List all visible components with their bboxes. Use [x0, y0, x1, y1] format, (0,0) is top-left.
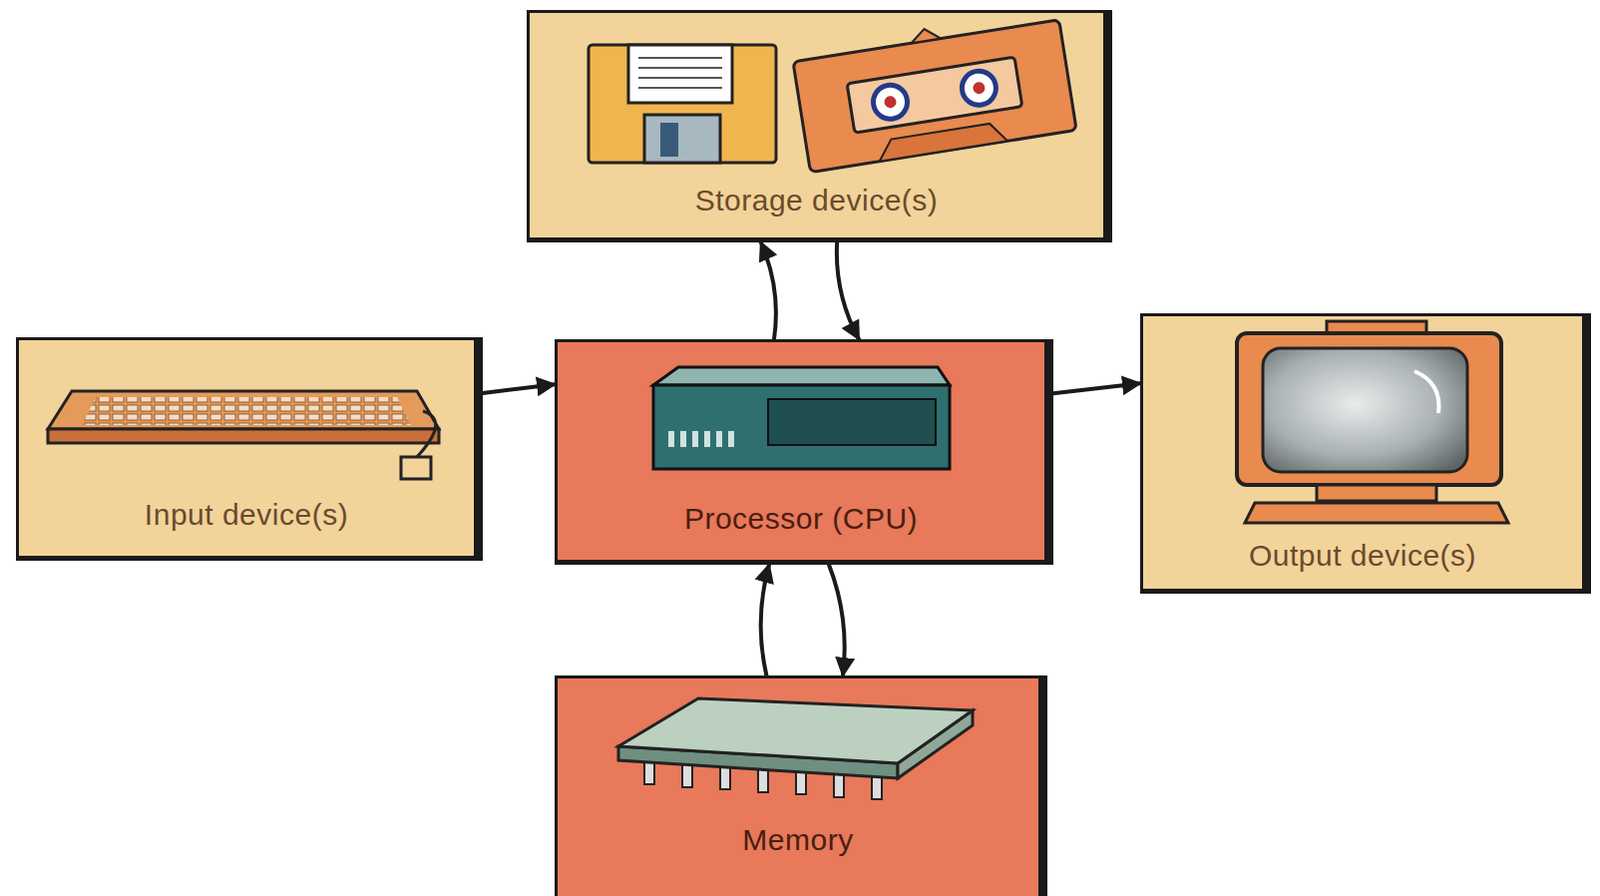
flow-arrow [828, 564, 845, 676]
box-label: Processor (CPU) [684, 501, 918, 537]
cassette-tape-icon [791, 7, 1077, 173]
box-label: Input device(s) [144, 497, 349, 533]
box-label: Output device(s) [1248, 538, 1477, 574]
box-label: Memory [742, 822, 853, 858]
flow-arrow [482, 384, 555, 394]
box-fill [1140, 313, 1592, 594]
floppy-disk-icon [588, 44, 777, 163]
storage-box: Storage device(s) [526, 9, 1113, 243]
cpu-unit-icon [653, 367, 950, 469]
flow-arrow [1053, 383, 1141, 394]
memory-chip-icon [618, 698, 973, 800]
box-label: Storage device(s) [695, 183, 939, 219]
flow-arrow [836, 242, 859, 340]
output-box: Output device(s) [1140, 313, 1592, 594]
processor-box: Processor (CPU) [554, 339, 1054, 565]
flow-arrow [761, 564, 770, 676]
box-fill [15, 337, 483, 561]
keyboard-icon [47, 391, 439, 479]
monitor-icon [1236, 321, 1509, 523]
box-fill [526, 9, 1113, 243]
input-box: Input device(s) [15, 337, 483, 561]
memory-box: Memory [554, 675, 1048, 896]
box-fill [554, 675, 1048, 896]
flow-arrow [761, 242, 777, 340]
box-fill [554, 339, 1054, 565]
